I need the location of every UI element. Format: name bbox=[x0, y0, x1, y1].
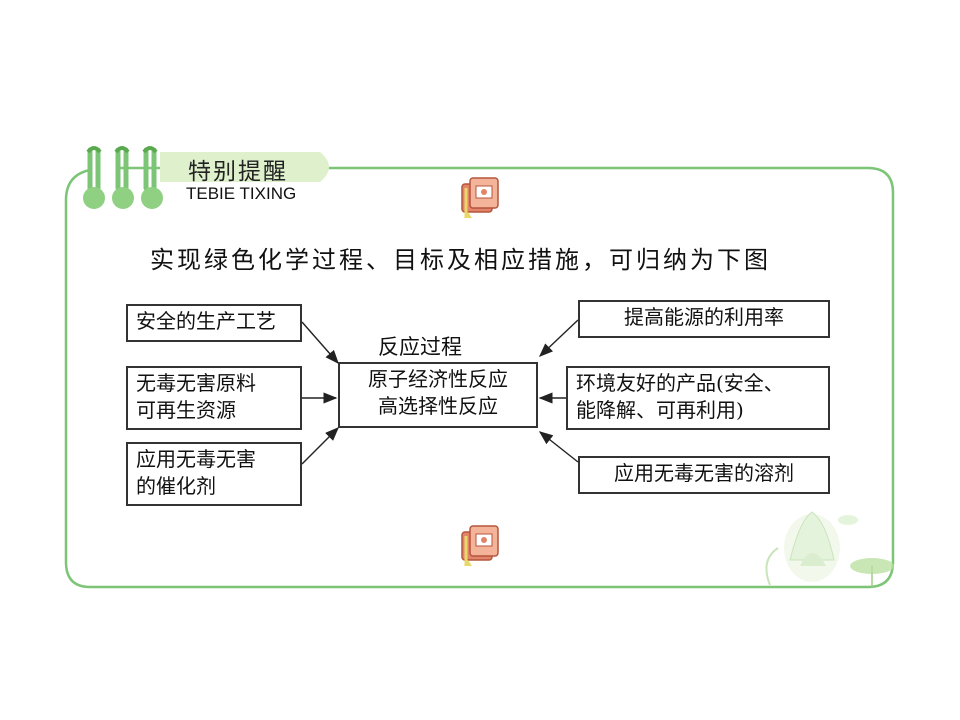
arrow-right-3 bbox=[538, 431, 579, 463]
diagram-arrows bbox=[301, 319, 579, 465]
box-line: 可再生资源 bbox=[136, 398, 236, 422]
box-line: 能降解、可再利用) bbox=[576, 398, 744, 422]
section-title: 特别提醒 bbox=[188, 159, 288, 185]
header-dot bbox=[83, 187, 105, 209]
box-line: 环境友好的产品(安全、 bbox=[576, 371, 784, 395]
frame-border bbox=[64, 166, 895, 589]
right-item-box: 环境友好的产品(安全、 能降解、可再利用) bbox=[566, 366, 830, 430]
box-line: 应用无毒无害的溶剂 bbox=[614, 461, 794, 485]
book-icon bbox=[461, 177, 499, 218]
header-dot bbox=[141, 187, 163, 209]
left-input-box: 无毒无害原料 可再生资源 bbox=[126, 366, 302, 430]
arrow-left-1 bbox=[301, 321, 339, 365]
section-subtitle: TEBIE TIXING bbox=[186, 184, 297, 203]
box-line: 高选择性反应 bbox=[378, 394, 498, 418]
box-line: 提高能源的利用率 bbox=[624, 305, 784, 329]
arrow-left-3 bbox=[301, 427, 339, 465]
box-line: 的催化剂 bbox=[136, 474, 216, 498]
lotus-decoration bbox=[765, 511, 894, 587]
right-item-box: 应用无毒无害的溶剂 bbox=[578, 456, 830, 494]
badge-pill bbox=[160, 152, 329, 182]
header-hook-caps bbox=[86, 146, 158, 154]
right-item-box: 提高能源的利用率 bbox=[578, 300, 830, 338]
header-dot bbox=[112, 187, 134, 209]
box-line: 无毒无害原料 bbox=[136, 371, 256, 395]
box-line: 应用无毒无害 bbox=[136, 447, 256, 471]
center-process-box: 原子经济性反应 高选择性反应 bbox=[338, 362, 538, 428]
arrow-right-1 bbox=[538, 319, 579, 357]
header-hooks bbox=[87, 147, 157, 191]
book-icon bbox=[461, 525, 499, 566]
process-label: 反应过程 bbox=[378, 335, 462, 359]
left-input-box: 应用无毒无害 的催化剂 bbox=[126, 442, 302, 506]
intro-text: 实现绿色化学过程、目标及相应措施，可归纳为下图 bbox=[150, 246, 771, 274]
left-input-box: 安全的生产工艺 bbox=[126, 304, 302, 342]
box-line: 安全的生产工艺 bbox=[136, 309, 276, 333]
box-line: 原子经济性反应 bbox=[368, 367, 508, 391]
